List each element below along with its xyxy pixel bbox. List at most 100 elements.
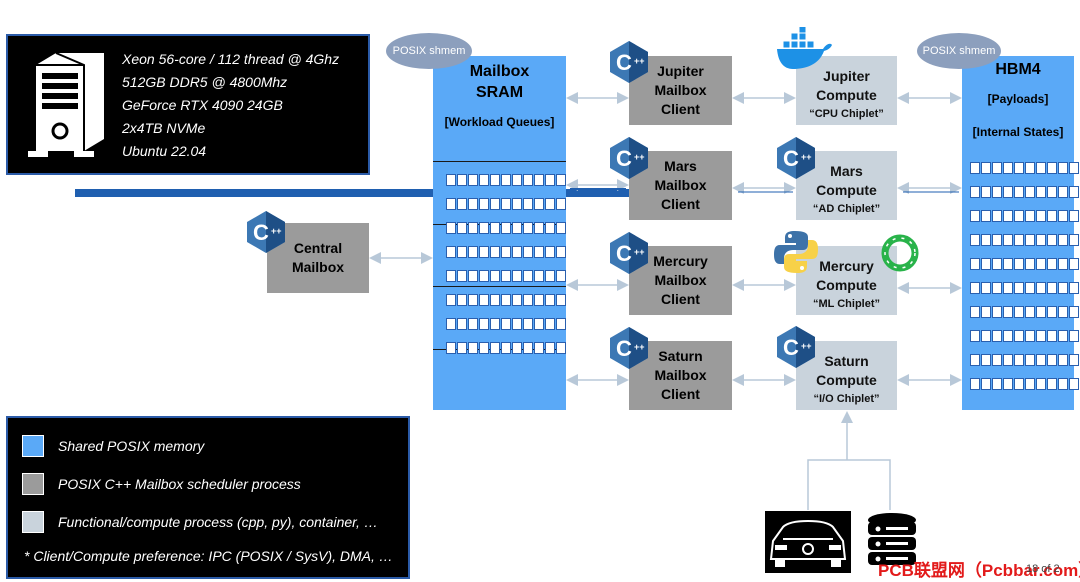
cell-row [970,378,1079,390]
memory-cell [1069,258,1079,270]
memory-cell [468,246,478,258]
memory-cell [1058,330,1068,342]
memory-cell [1003,162,1013,174]
svg-text:++: ++ [634,56,645,66]
memory-cell [534,174,544,186]
queue-divider [433,161,566,162]
memory-cell [1003,330,1013,342]
memory-cell [1069,306,1079,318]
cpp-logo-icon: C++ [247,211,285,253]
memory-cell [556,246,566,258]
saturn-compute-sub: “I/O Chiplet” [813,393,880,405]
memory-cell [970,378,980,390]
memory-cell [970,282,980,294]
memory-cell [1025,378,1035,390]
memory-cell [1069,234,1079,246]
memory-cell [970,306,980,318]
cell-row [446,318,566,330]
cell-row [970,210,1079,222]
memory-cell [1069,282,1079,294]
memory-cell [1058,234,1068,246]
memory-cell [468,294,478,306]
memory-cell [512,318,522,330]
memory-cell [446,246,456,258]
memory-cell [501,246,511,258]
memory-cell [992,210,1002,222]
memory-cell [981,258,991,270]
jupiter-compute: Jupiter Compute “CPU Chiplet” [796,56,897,125]
server-spec-box: Xeon 56-core / 112 thread @ 4Ghz 512GB D… [6,34,370,175]
memory-cell [556,294,566,306]
memory-cell [981,234,991,246]
cell-row [446,174,566,186]
memory-cell [556,174,566,186]
memory-cell [512,246,522,258]
mercury-compute-label: Mercury Compute [816,258,877,293]
memory-cell [981,210,991,222]
memory-cell [992,354,1002,366]
memory-cell [1047,354,1057,366]
memory-cell [490,318,500,330]
memory-cell [1003,186,1013,198]
cpp-logo-icon: C++ [610,327,648,369]
memory-cell [1003,354,1013,366]
memory-cell [468,318,478,330]
svg-text:C: C [616,241,632,266]
cpp-logo-icon: C++ [777,137,815,179]
memory-cell [545,294,555,306]
memory-cell [1014,186,1024,198]
memory-cell [1036,258,1046,270]
memory-cell [479,174,489,186]
memory-cell [512,174,522,186]
memory-cell [501,198,511,210]
cell-row [970,330,1079,342]
memory-cell [992,258,1002,270]
memory-cell [1058,258,1068,270]
svg-text:++: ++ [801,152,812,162]
memory-cell [468,342,478,354]
watermark: PCB联盟网（Pcbbar.com） [878,561,1080,580]
ring-logo-icon [881,234,919,272]
mailbox-sram-title-1: Mailbox [469,63,530,80]
legend-swatch-blue [22,435,44,457]
memory-cell [446,174,456,186]
memory-cell [1025,258,1035,270]
memory-cell [446,198,456,210]
mars-compute: Mars Compute “AD Chiplet” [796,151,897,220]
memory-cell [545,318,555,330]
memory-cell [970,210,980,222]
memory-cell [1014,234,1024,246]
memory-cell [534,294,544,306]
legend-text: POSIX C++ Mailbox scheduler process [58,476,301,492]
svg-text:C: C [253,220,269,245]
memory-cell [468,174,478,186]
legend-note: * Client/Compute preference: IPC (POSIX … [24,548,393,564]
memory-cell [490,342,500,354]
hbm4-memory: HBM4 [Payloads] [Internal States] [962,56,1079,410]
mailbox-sram-subtitle: [Workload Queues] [444,115,555,129]
memory-cell [1036,162,1046,174]
memory-cell [970,354,980,366]
memory-cell [479,198,489,210]
memory-cell [534,270,544,282]
memory-cell [992,330,1002,342]
memory-cell [512,198,522,210]
memory-cell [1036,306,1046,318]
memory-cell [534,198,544,210]
legend-item-scheduler: POSIX C++ Mailbox scheduler process [22,473,301,495]
memory-cell [1014,258,1024,270]
cell-row [970,162,1079,174]
memory-cell [1058,282,1068,294]
memory-cell [512,294,522,306]
cell-row [970,234,1079,246]
mars-compute-sub: “AD Chiplet” [812,203,881,215]
memory-cell [1025,234,1035,246]
server-tower-icon [28,52,104,157]
svg-text:++: ++ [634,247,645,257]
memory-cell [490,222,500,234]
memory-cell [1036,234,1046,246]
memory-cell [446,222,456,234]
hbm4-title: HBM4 [995,61,1041,78]
memory-cell [545,342,555,354]
legend-box: Shared POSIX memory POSIX C++ Mailbox sc… [6,416,410,579]
